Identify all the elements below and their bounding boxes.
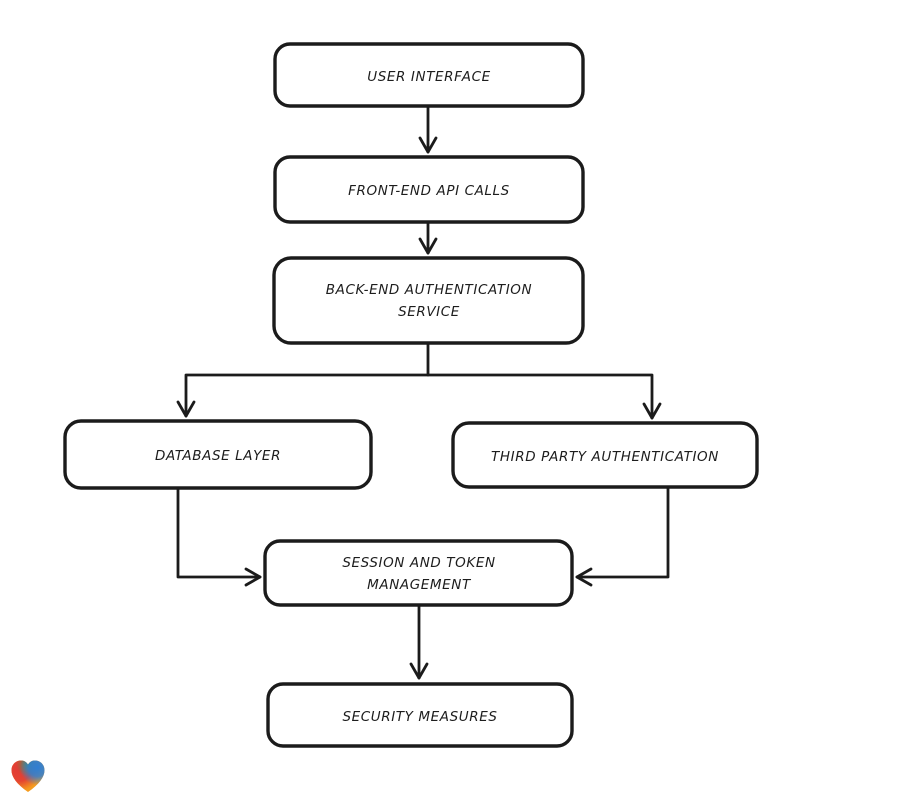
node-database-layer-box: [63, 419, 373, 490]
heart-logo[interactable]: [8, 757, 48, 797]
node-database-layer: DATABASE LAYER: [63, 419, 373, 490]
node-security-measures-box: [266, 682, 574, 748]
node-user-interface: USER INTERFACE: [273, 42, 585, 108]
node-session-and-token-management-label-line2: MANAGEMENT: [367, 577, 472, 593]
node-third-party-authentication-label: THIRD PARTY AUTHENTICATION: [491, 449, 719, 465]
edge-database-layer-to-session: [176, 487, 262, 587]
node-third-party-authentication: THIRD PARTY AUTHENTICATION: [451, 421, 759, 489]
edge-back-end-to-database-layer: [176, 342, 430, 418]
edge-third-party-to-session: [575, 486, 670, 587]
node-user-interface-label: USER INTERFACE: [367, 69, 490, 85]
node-front-end-api-calls-label: FRONT-END API CALLS: [348, 183, 510, 199]
heart-icon: [11, 760, 45, 792]
node-back-end-authentication-service-label-line2: SERVICE: [398, 304, 460, 320]
node-front-end-api-calls: FRONT-END API CALLS: [273, 155, 585, 224]
node-back-end-authentication-service-box: [272, 256, 585, 345]
node-database-layer-label: DATABASE LAYER: [155, 448, 281, 464]
node-session-and-token-management: SESSION AND TOKEN MANAGEMENT: [263, 539, 574, 607]
node-third-party-authentication-box: [451, 421, 759, 489]
node-front-end-api-calls-box: [273, 155, 585, 224]
node-security-measures-label: SECURITY MEASURES: [342, 709, 497, 725]
node-back-end-authentication-service: BACK-END AUTHENTICATION SERVICE: [272, 256, 585, 345]
node-user-interface-box: [273, 42, 585, 108]
node-security-measures: SECURITY MEASURES: [266, 682, 574, 748]
node-session-and-token-management-box: [263, 539, 574, 607]
node-session-and-token-management-label-line1: SESSION AND TOKEN: [342, 555, 495, 571]
node-back-end-authentication-service-label-line1: BACK-END AUTHENTICATION: [326, 282, 532, 298]
edge-back-end-to-third-party: [426, 373, 662, 420]
